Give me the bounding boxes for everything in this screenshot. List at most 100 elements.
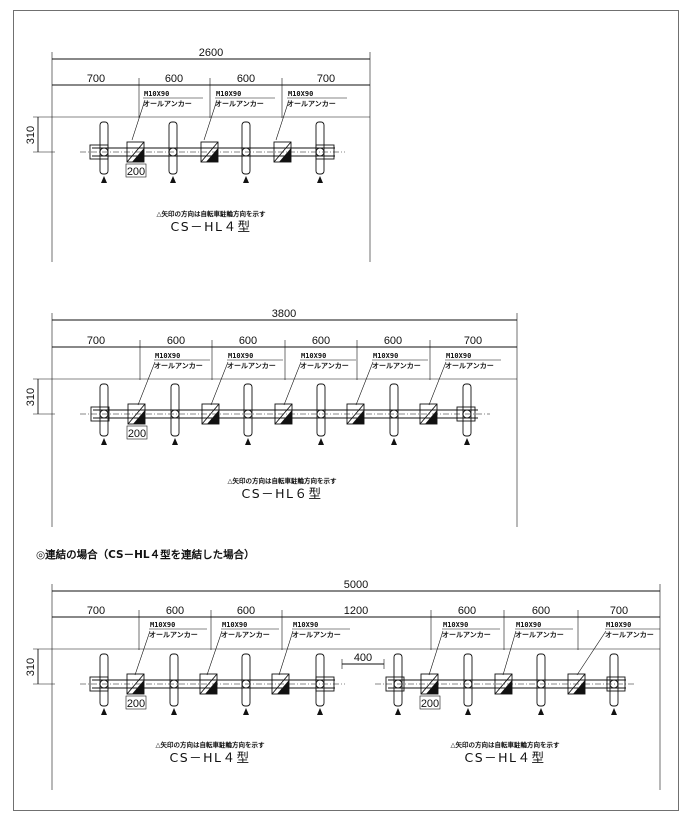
span-dimension: 600 bbox=[532, 605, 550, 617]
span-dimension: 600 bbox=[239, 335, 257, 347]
anchor-plate bbox=[200, 141, 219, 163]
anchor-plate bbox=[419, 403, 438, 425]
svg-text:M10X90: M10X90 bbox=[222, 621, 247, 629]
diagram-cs-hl6: 3800 700 600 600 600 600 700 M10X90オールアン… bbox=[25, 308, 518, 527]
span-dimension: 700 bbox=[87, 605, 105, 617]
svg-text:オールアンカー: オールアンカー bbox=[227, 362, 276, 370]
svg-text:オールアンカー: オールアンカー bbox=[221, 631, 270, 639]
model-name: CS－HL４型 bbox=[170, 219, 251, 234]
span-dimension: 600 bbox=[165, 73, 183, 85]
svg-text:M10X90: M10X90 bbox=[373, 352, 398, 360]
base-dimension: 200 bbox=[127, 166, 145, 178]
span-dimension: 700 bbox=[317, 73, 335, 85]
wheel-slot bbox=[243, 383, 253, 445]
svg-text:M10X90: M10X90 bbox=[155, 352, 180, 360]
wheel-slot bbox=[389, 383, 399, 445]
anchor-label: M10X90 オールアンカー bbox=[206, 621, 279, 676]
svg-text:M10X90: M10X90 bbox=[150, 621, 175, 629]
wheel-slot bbox=[393, 653, 403, 715]
svg-text:オールアンカー: オールアンカー bbox=[605, 631, 654, 639]
direction-note: △矢印の方向は自転車駐輪方向を示す bbox=[156, 740, 265, 749]
anchor-label: M10X90 オールアンカー bbox=[210, 352, 283, 406]
anchor-label: M10X90 オールアンカー bbox=[137, 352, 210, 406]
wheel-slot bbox=[463, 653, 473, 715]
total-dimension: 5000 bbox=[344, 579, 368, 591]
wheel-slot bbox=[316, 383, 326, 445]
anchor-label: M10X90 オールアンカー bbox=[428, 352, 501, 406]
svg-text:M10X90: M10X90 bbox=[293, 621, 318, 629]
height-dimension: 310 bbox=[25, 388, 37, 406]
anchor-plate bbox=[274, 403, 293, 425]
span-dimension: 700 bbox=[464, 335, 482, 347]
svg-text:オールアンカー: オールアンカー bbox=[442, 631, 491, 639]
anchor-plate bbox=[271, 673, 290, 695]
wheel-slot bbox=[462, 383, 472, 445]
svg-text:M10X90: M10X90 bbox=[228, 352, 253, 360]
anchor-plate bbox=[346, 403, 365, 425]
wheel-slot bbox=[315, 121, 325, 183]
svg-text:M10X90: M10X90 bbox=[516, 621, 541, 629]
svg-text:M10X90: M10X90 bbox=[144, 90, 169, 98]
span-dimension: 600 bbox=[166, 605, 184, 617]
wheel-slot bbox=[241, 121, 251, 183]
span-dimension: 600 bbox=[458, 605, 476, 617]
svg-text:オールアンカー: オールアンカー bbox=[445, 362, 494, 370]
gap-dimension: 400 bbox=[354, 652, 372, 664]
model-name: CS－HL４型 bbox=[169, 750, 250, 765]
anchor-plate bbox=[126, 141, 145, 163]
anchor-label: M10X90 オールアンカー bbox=[502, 621, 573, 676]
span-dimension: 600 bbox=[237, 73, 255, 85]
diagram-cs-hl4-linked: 5000 700 600 600 1200 600 600 700 M10X90… bbox=[25, 579, 661, 790]
wheel-slot bbox=[99, 121, 109, 183]
anchor-label: M10X90 オールアンカー bbox=[131, 90, 203, 141]
diagram-cs-hl4: 2600 700 600 600 700 M10X90 オールアンカー M10X… bbox=[25, 47, 371, 262]
anchor-label: M10X90 オールアンカー bbox=[275, 90, 347, 141]
anchor-label: M10X90 オールアンカー bbox=[428, 621, 500, 676]
height-dimension: 310 bbox=[25, 126, 37, 144]
span-dimension: 600 bbox=[384, 335, 402, 347]
svg-text:M10X90: M10X90 bbox=[216, 90, 241, 98]
svg-text:オールアンカー: オールアンカー bbox=[287, 100, 336, 108]
svg-text:M10X90: M10X90 bbox=[446, 352, 471, 360]
wheel-slot bbox=[170, 383, 180, 445]
total-dimension: 3800 bbox=[272, 308, 296, 320]
svg-text:オールアンカー: オールアンカー bbox=[154, 362, 203, 370]
svg-text:オールアンカー: オールアンカー bbox=[515, 631, 564, 639]
anchor-plate bbox=[420, 673, 439, 695]
base-dimension: 200 bbox=[128, 428, 146, 440]
anchor-label: M10X90 オールアンカー bbox=[203, 90, 275, 141]
wheel-slot bbox=[315, 653, 325, 715]
svg-text:M10X90: M10X90 bbox=[606, 621, 631, 629]
model-name: CS－HL６型 bbox=[241, 486, 322, 501]
svg-text:M10X90: M10X90 bbox=[288, 90, 313, 98]
wheel-slot bbox=[99, 653, 109, 715]
wheel-slot bbox=[609, 653, 619, 715]
svg-text:オールアンカー: オールアンカー bbox=[372, 362, 421, 370]
wheel-slot bbox=[169, 653, 179, 715]
wheel-slot bbox=[241, 653, 251, 715]
base-dimension: 200 bbox=[127, 698, 145, 710]
anchor-plate bbox=[273, 141, 292, 163]
height-dimension: 310 bbox=[25, 658, 37, 676]
anchor-plate bbox=[127, 403, 146, 425]
anchor-label: M10X90 オールアンカー bbox=[355, 352, 428, 406]
direction-note: △矢印の方向は自転車駐輪方向を示す bbox=[228, 476, 337, 485]
svg-text:オールアンカー: オールアンカー bbox=[143, 100, 192, 108]
section-heading: ◎連結の場合（CS－HL４型を連結した場合） bbox=[36, 548, 255, 561]
span-dimension: 600 bbox=[237, 605, 255, 617]
span-dimension: 600 bbox=[312, 335, 330, 347]
span-dimension: 700 bbox=[87, 73, 105, 85]
wheel-slot bbox=[99, 383, 109, 445]
svg-text:オールアンカー: オールアンカー bbox=[215, 100, 264, 108]
anchor-label: M10X90 オールアンカー bbox=[576, 621, 660, 676]
anchor-plate bbox=[126, 673, 145, 695]
wheel-slot bbox=[536, 653, 546, 715]
wheel-slot bbox=[168, 121, 178, 183]
svg-text:M10X90: M10X90 bbox=[443, 621, 468, 629]
total-dimension: 2600 bbox=[199, 47, 223, 59]
